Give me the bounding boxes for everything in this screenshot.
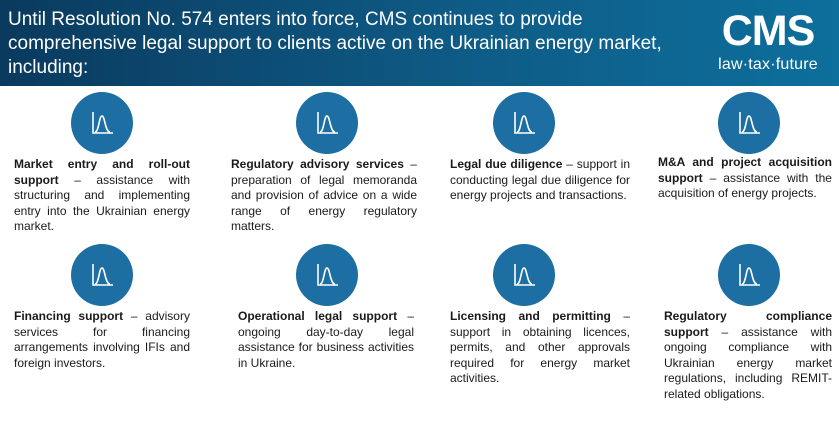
service-title: Regulatory compliance support — [664, 309, 832, 339]
chart-line-icon — [71, 92, 133, 154]
page-title: Until Resolution No. 574 enters into for… — [8, 9, 662, 78]
service-text-5: Financing support – advisory services fo… — [14, 309, 190, 371]
logo-mark: CMS — [721, 7, 816, 55]
chart-line-icon — [296, 92, 358, 154]
chart-line-icon — [296, 244, 358, 306]
logo-tagline: law·tax·future — [718, 56, 818, 73]
service-title: Financing support — [14, 309, 124, 323]
service-text-3: Legal due diligence – support in conduct… — [450, 157, 630, 204]
header-banner: Until Resolution No. 574 enters into for… — [0, 0, 839, 86]
service-title: Market entry and roll-out support — [14, 157, 190, 187]
service-description: – support in obtaining licences, permits… — [450, 309, 630, 385]
service-text-6: Operational legal support – ongoing day-… — [238, 309, 414, 371]
service-description: – assistance with structuring and implem… — [14, 172, 190, 234]
service-text-7: Licensing and permitting – support in ob… — [450, 309, 630, 387]
service-text-1: Market entry and roll-out support – assi… — [14, 157, 190, 235]
service-description: – support in conducting legal due dilige… — [450, 157, 630, 202]
chart-line-icon — [718, 244, 780, 306]
service-title: Regulatory advisory services — [231, 157, 404, 171]
service-description: – advisory services for financing arrang… — [14, 309, 190, 370]
service-description: – assistance with the acquisition of ene… — [658, 170, 832, 201]
service-title: M&A and project acquisition support — [658, 155, 832, 185]
chart-line-icon — [493, 244, 555, 306]
service-text-8: Regulatory compliance support – assistan… — [664, 309, 832, 402]
chart-line-icon — [493, 92, 555, 154]
service-title: Operational legal support — [238, 309, 398, 323]
cms-logo: CMS law·tax·future — [707, 8, 829, 74]
service-text-4: M&A and project acquisition support – as… — [658, 155, 832, 202]
service-text-2: Regulatory advisory services – preparati… — [231, 157, 417, 235]
service-description: – preparation of legal memoranda and pro… — [231, 157, 417, 233]
service-title: Licensing and permitting — [450, 309, 611, 323]
chart-line-icon — [718, 92, 780, 154]
service-description: – ongoing day-to-day legal assistance fo… — [238, 309, 414, 370]
service-title: Legal due diligence — [450, 157, 563, 171]
chart-line-icon — [71, 244, 133, 306]
service-description: – assistance with ongoing compliance wit… — [664, 324, 832, 401]
